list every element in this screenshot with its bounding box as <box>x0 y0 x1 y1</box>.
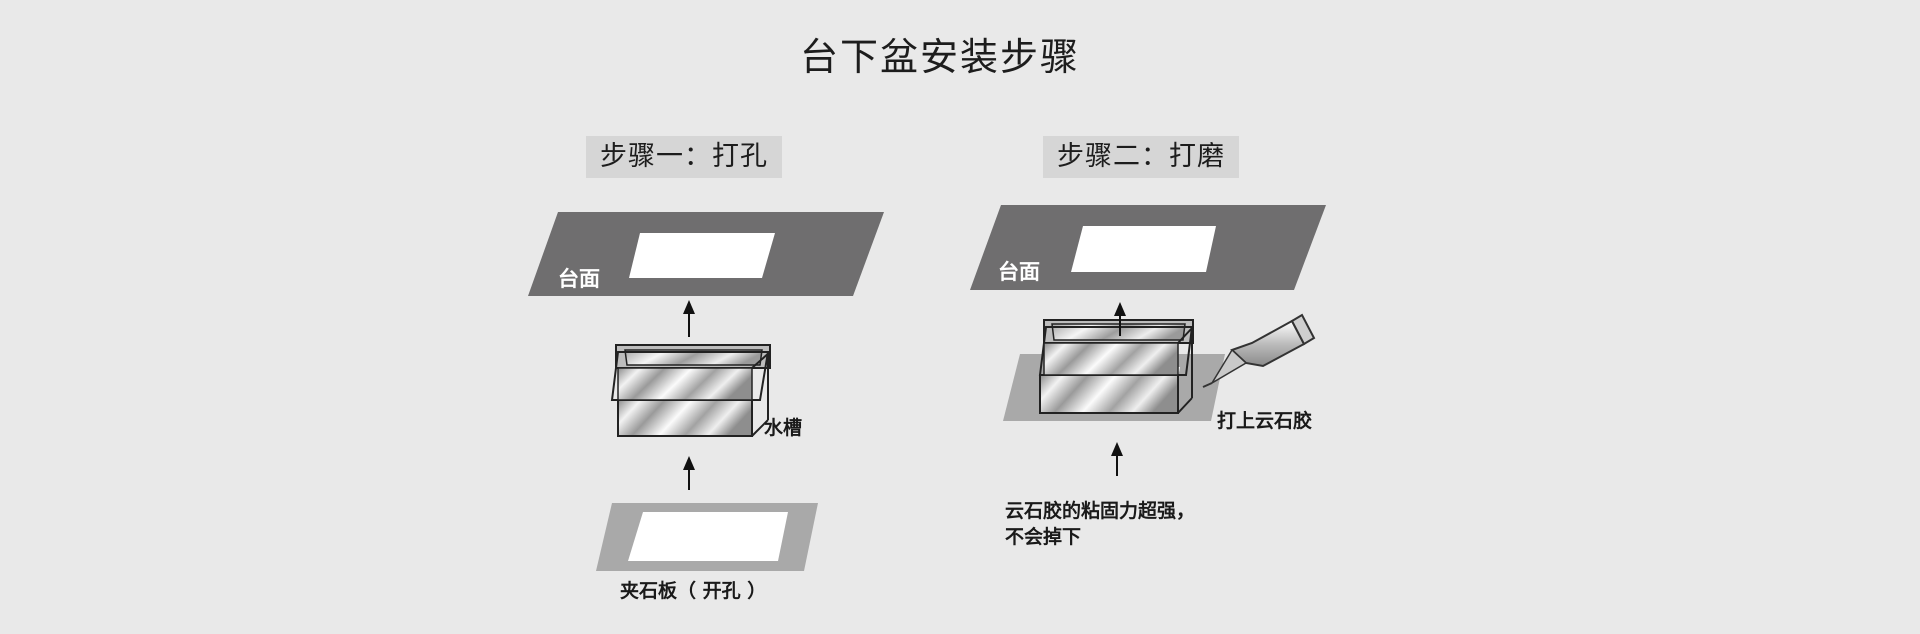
countertop-label: 台面 <box>998 260 1040 284</box>
clamp-plate-label: 夹石板（ 开孔 ） <box>620 580 767 602</box>
page-title: 台下盆安装步骤 <box>799 35 1080 79</box>
step1-clamp-plate <box>596 503 818 571</box>
note-line-1: 云石胶的粘固力超强， <box>1005 500 1196 522</box>
glue-tube-icon <box>1202 313 1316 388</box>
arrow-up-icon <box>683 300 695 314</box>
note-line-2: 不会掉下 <box>1005 526 1082 548</box>
glue-label: 打上云石胶 <box>1217 410 1313 432</box>
sink-label: 水槽 <box>764 417 803 439</box>
arrow-up-icon <box>1114 302 1126 316</box>
arrow-up-icon <box>1111 442 1123 456</box>
arrow-up-icon <box>683 456 695 470</box>
step1-heading: 步骤一：打孔 <box>586 136 782 178</box>
step2-sink <box>1038 319 1194 414</box>
countertop-label: 台面 <box>558 267 600 291</box>
countertop-cutout <box>1071 226 1216 272</box>
step1-countertop <box>528 212 884 296</box>
step2-heading: 步骤二：打磨 <box>1043 136 1239 178</box>
countertop-cutout <box>629 233 775 278</box>
step2-countertop <box>970 205 1326 290</box>
step1-sink <box>610 344 771 437</box>
